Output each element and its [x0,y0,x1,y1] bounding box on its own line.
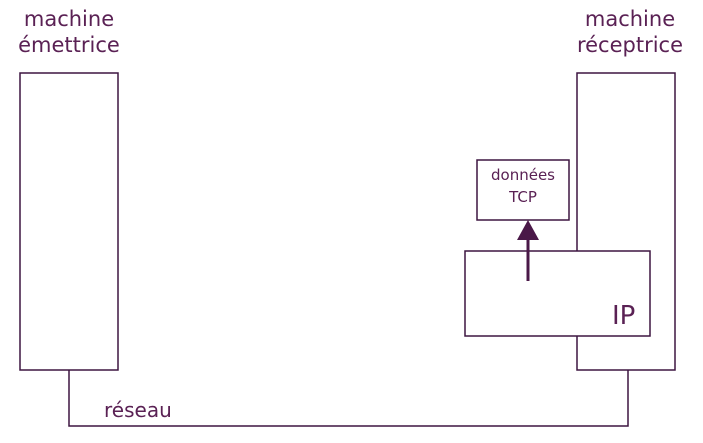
ip-layer-label: IP [612,301,636,331]
up-arrow-icon [517,220,539,240]
sender-machine-box [19,72,119,371]
tcp-data-box [476,159,570,221]
network-label: réseau [104,398,172,422]
ip-layer-box [464,250,651,337]
network-link [68,370,629,427]
receiver-machine-label: machine réceptrice [560,6,700,59]
tcp-data-line2: TCP [509,187,537,206]
sender-label-line1: machine [23,7,115,31]
receiver-label-line2: réceptrice [576,33,684,58]
tcp-data-label: données TCP [477,165,569,209]
sender-label-line2: émettrice [18,33,120,58]
receiver-label-line1: machine [584,7,676,31]
sender-machine-label: machine émettrice [0,6,138,59]
tcp-data-line1: données [491,166,555,184]
